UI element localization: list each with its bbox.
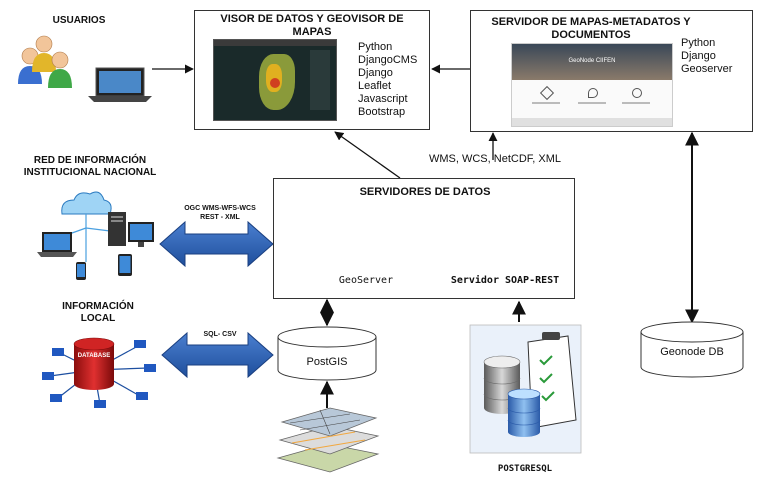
network-double-arrow [159, 220, 274, 268]
data-servers-title: SERVIDORES DE DATOS [359, 186, 491, 198]
visor-tech-list: Python DjangoCMS Django Leaflet Javascri… [358, 41, 428, 119]
users-label: USUARIOS [52, 15, 106, 26]
network-illustration [37, 191, 154, 280]
protocols-label: WMS, WCS, NetCDF, XML [428, 153, 561, 165]
visor-box: VISOR DE DATOS Y GEOVISOR DE MAPAS Pytho… [194, 10, 430, 130]
soap-rest-label: Servidor SOAP-REST [450, 275, 560, 286]
map-layers-illustration [276, 407, 380, 473]
tech-item: Python [358, 41, 393, 53]
geonode-db-label: Geonode DB [660, 346, 724, 358]
visor-screenshot [213, 39, 337, 121]
local-database-illustration [42, 337, 156, 408]
network-label: RED DE INFORMACIÓN INSTITUCIONAL NACIONA… [23, 155, 157, 178]
postgresql-label: POSTGRESQL [497, 464, 553, 474]
local-double-arrow [161, 331, 274, 379]
network-link-label: OGC WMS-WFS-WCS REST - XML [184, 205, 256, 221]
postgresql-illustration [469, 324, 582, 454]
tech-item: Javascript [358, 93, 408, 105]
database-text: DATABASE [77, 353, 111, 359]
tech-item: Django [681, 50, 716, 62]
tech-item: Geoserver [681, 63, 733, 75]
geonode-screenshot: GeoNode CIIFEN [511, 43, 673, 127]
users-illustration [18, 35, 152, 102]
dataservers-to-visor-arrow [334, 131, 401, 179]
tech-item: Bootstrap [358, 106, 406, 118]
tech-item: DjangoCMS [358, 54, 418, 66]
tech-item: Django [358, 67, 393, 79]
data-servers-box: SERVIDORES DE DATOS GeoServer Servidor S… [273, 178, 575, 299]
local-link-label: SQL- CSV [203, 331, 237, 338]
geonode-db-cylinder [640, 321, 744, 378]
geoserver-label: GeoServer [338, 275, 394, 286]
tech-item: Python [681, 37, 716, 49]
visor-title: VISOR DE DATOS Y GEOVISOR DE MAPAS [220, 13, 404, 38]
map-server-box: SERVIDOR DE MAPAS-METADATOS Y DOCUMENTOS… [470, 10, 753, 132]
postgis-label: PostGIS [306, 356, 348, 368]
geonode-heading: GeoNode CIIFEN [568, 58, 616, 64]
tech-item: Leaflet [358, 80, 392, 92]
map-server-tech-list: Python Django Geoserver [681, 37, 751, 76]
map-server-title: SERVIDOR DE MAPAS-METADATOS Y DOCUMENTOS [491, 16, 691, 41]
postgis-cylinder [277, 326, 377, 381]
local-info-label: INFORMACIÓN LOCAL [62, 301, 134, 324]
